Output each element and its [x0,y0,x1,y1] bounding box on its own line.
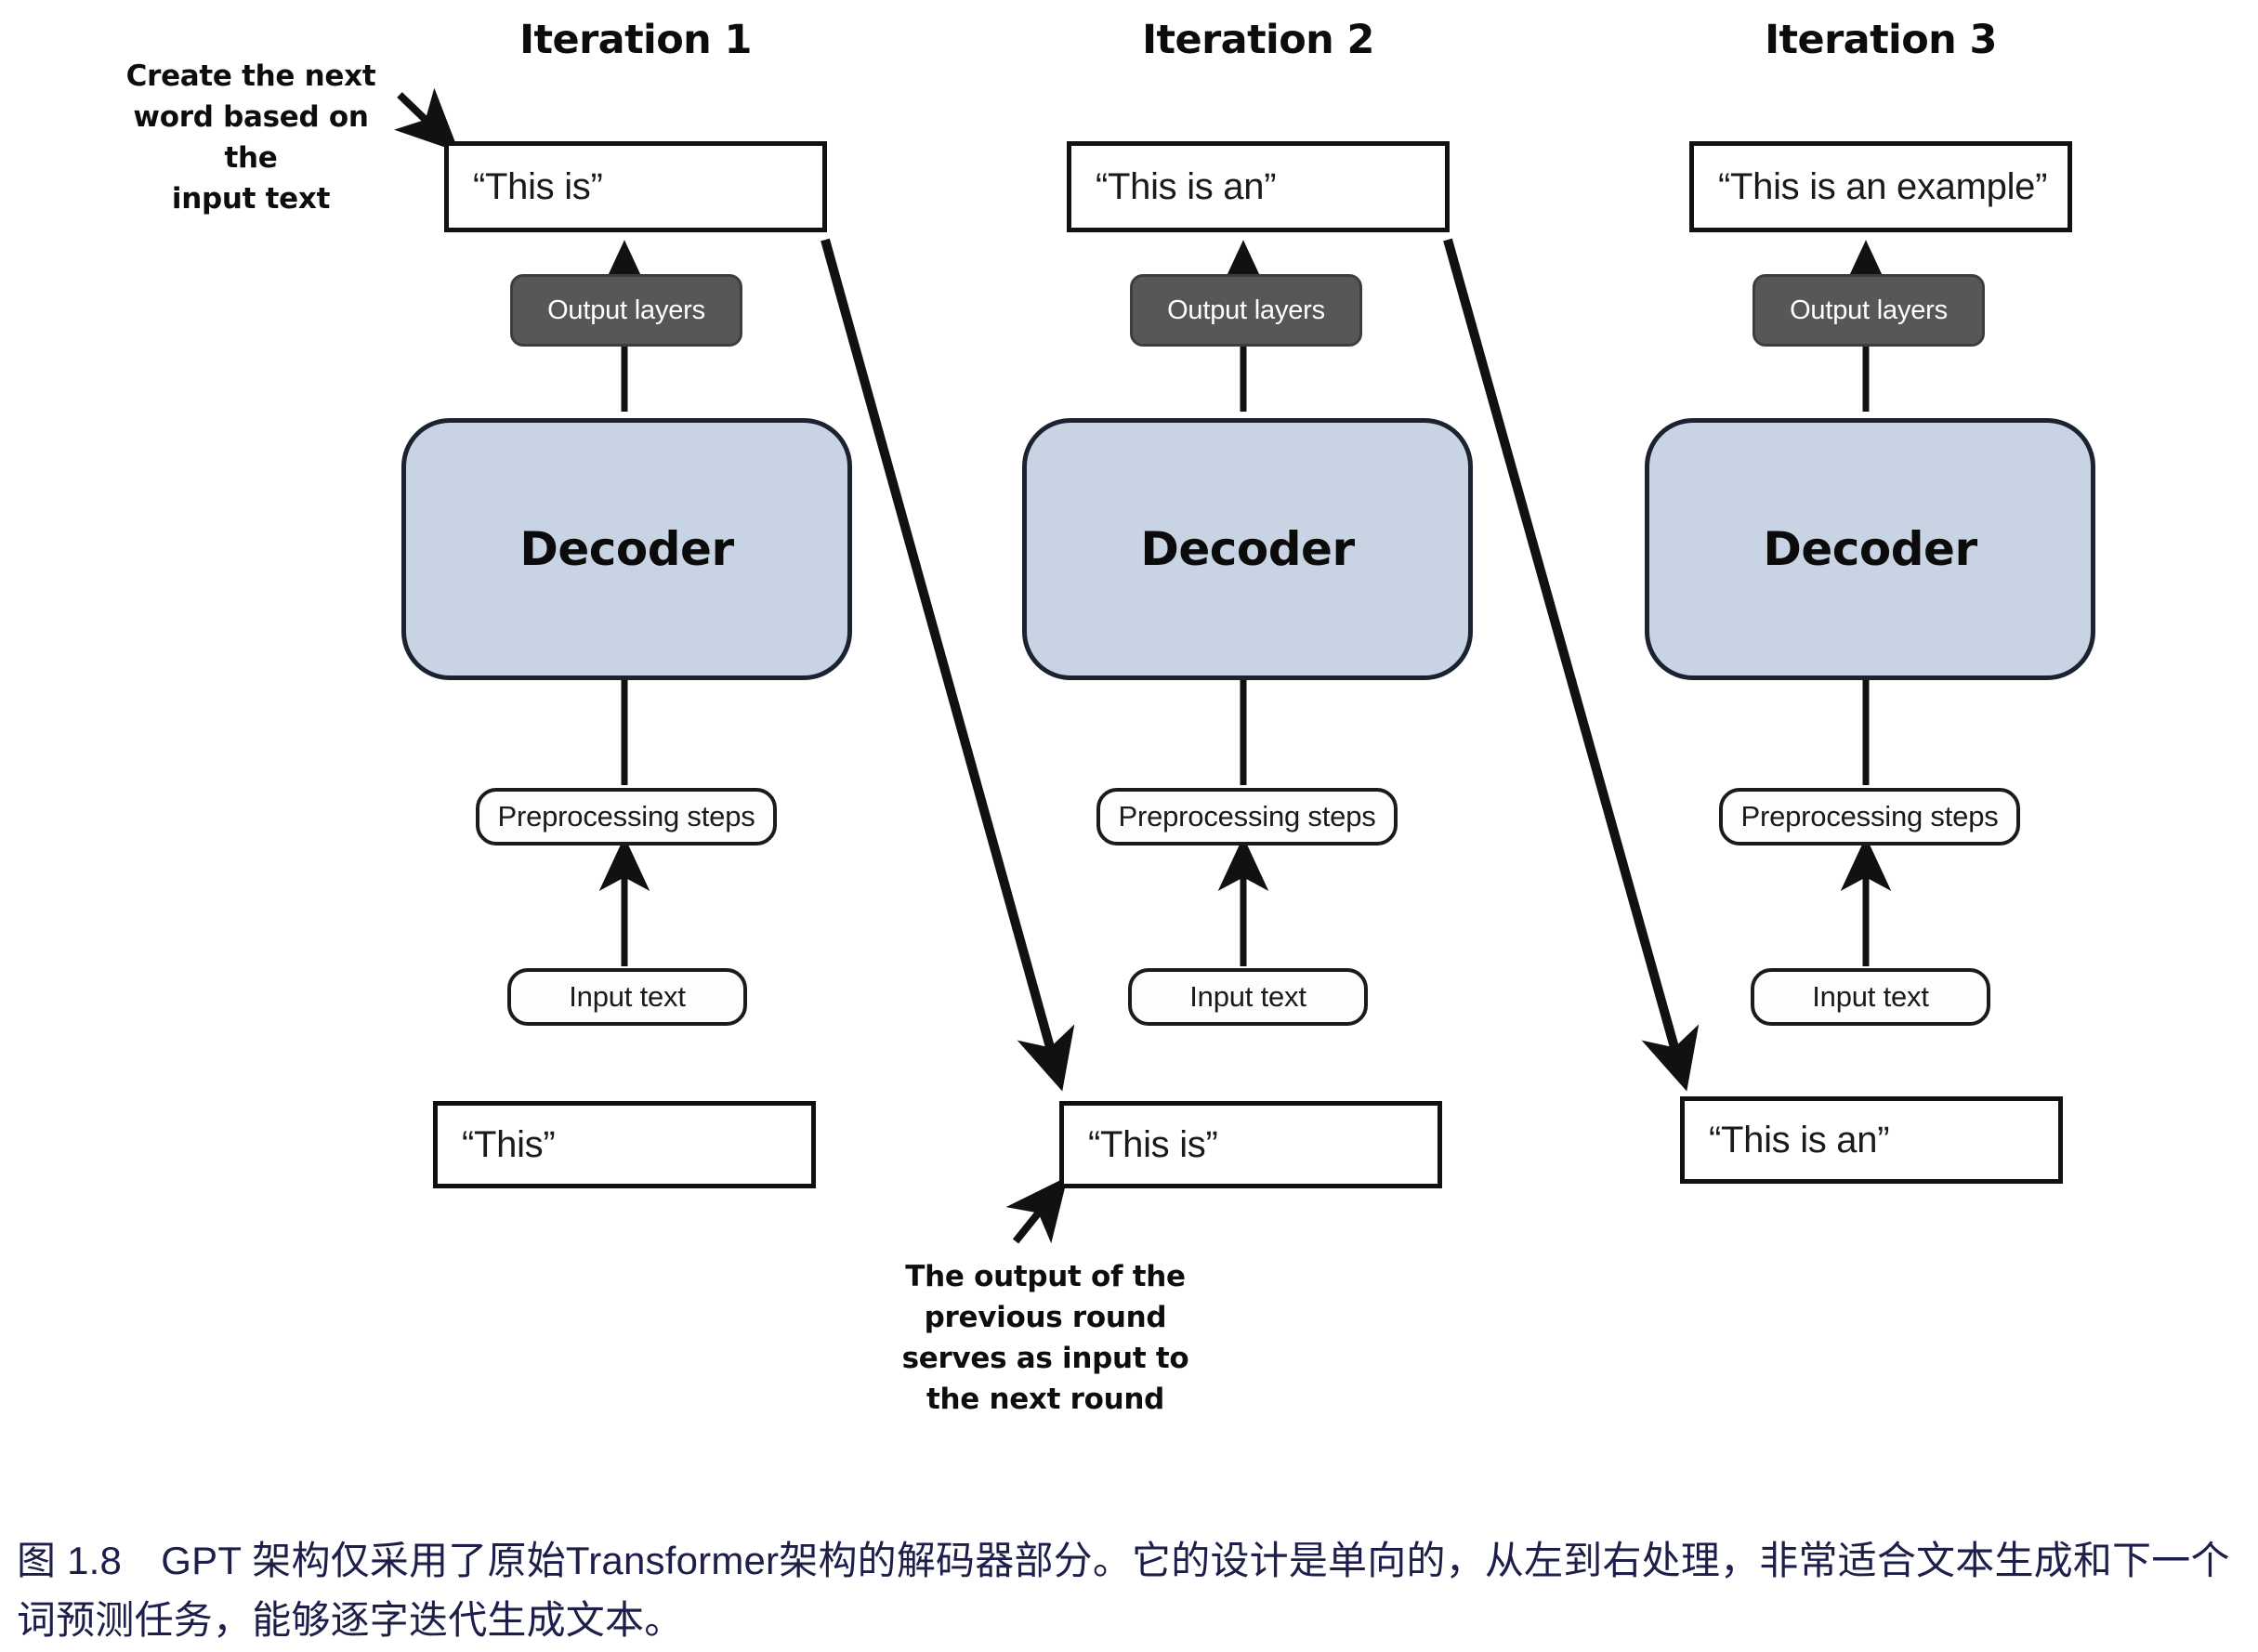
input-string-box-1: “This” [433,1101,816,1188]
arrow-iteration2-output-to-iteration3-input [1443,238,1700,1092]
input-string-3: “This is an” [1709,1119,1890,1160]
output-text-box-1: “This is” [444,141,827,232]
input-text-label-3: Input text [1812,980,1929,1013]
input-string-box-3: “This is an” [1680,1096,2063,1184]
arrow-iteration1-output-to-iteration2-input [820,238,1075,1092]
preprocessing-box-1: Preprocessing steps [476,788,777,846]
iteration-title-3: Iteration 3 [1765,17,1997,63]
output-text-box-3: “This is an example” [1689,141,2072,232]
callout-arrow-create-next-word [394,87,460,152]
input-string-2: “This is” [1088,1123,1218,1165]
callout-arrow-output-previous-round [1005,1176,1069,1244]
figure-caption: 图 1.8 GPT 架构仅采用了原始Transformer架构的解码器部分。它的… [17,1539,2230,1642]
annotation-create-next-word: Create the next word based on the input … [125,59,376,216]
input-string-box-2: “This is” [1059,1101,1442,1188]
input-text-label-1: Input text [569,980,686,1013]
output-layers-label-1: Output layers [547,295,705,325]
input-text-box-3: Input text [1751,968,1990,1026]
output-text-box-2: “This is an” [1067,141,1450,232]
input-string-1: “This” [462,1123,556,1165]
input-text-label-2: Input text [1189,980,1306,1013]
preprocessing-box-3: Preprocessing steps [1719,788,2020,846]
decoder-box-3: Decoder [1645,418,2095,680]
annotation-output-previous-round: The output of the previous round serves … [901,1260,1189,1417]
input-text-box-2: Input text [1128,968,1368,1026]
preprocessing-label-3: Preprocessing steps [1740,800,1999,833]
output-text-1: “This is” [473,165,603,207]
decoder-label-1: Decoder [519,522,734,576]
output-layers-box-2: Output layers [1130,274,1362,347]
preprocessing-label-1: Preprocessing steps [497,800,755,833]
iteration-title-2: Iteration 2 [1142,17,1374,63]
output-layers-box-1: Output layers [510,274,742,347]
output-text-3: “This is an example” [1718,165,2048,207]
preprocessing-label-2: Preprocessing steps [1118,800,1376,833]
decoder-label-2: Decoder [1140,522,1355,576]
decoder-label-3: Decoder [1763,522,1977,576]
iteration-title-1: Iteration 1 [519,17,752,63]
preprocessing-box-2: Preprocessing steps [1096,788,1398,846]
decoder-box-2: Decoder [1022,418,1473,680]
output-text-2: “This is an” [1096,165,1277,207]
output-layers-label-2: Output layers [1167,295,1325,325]
output-layers-label-3: Output layers [1790,295,1948,325]
input-text-box-1: Input text [507,968,747,1026]
decoder-box-1: Decoder [401,418,852,680]
output-layers-box-3: Output layers [1753,274,1985,347]
